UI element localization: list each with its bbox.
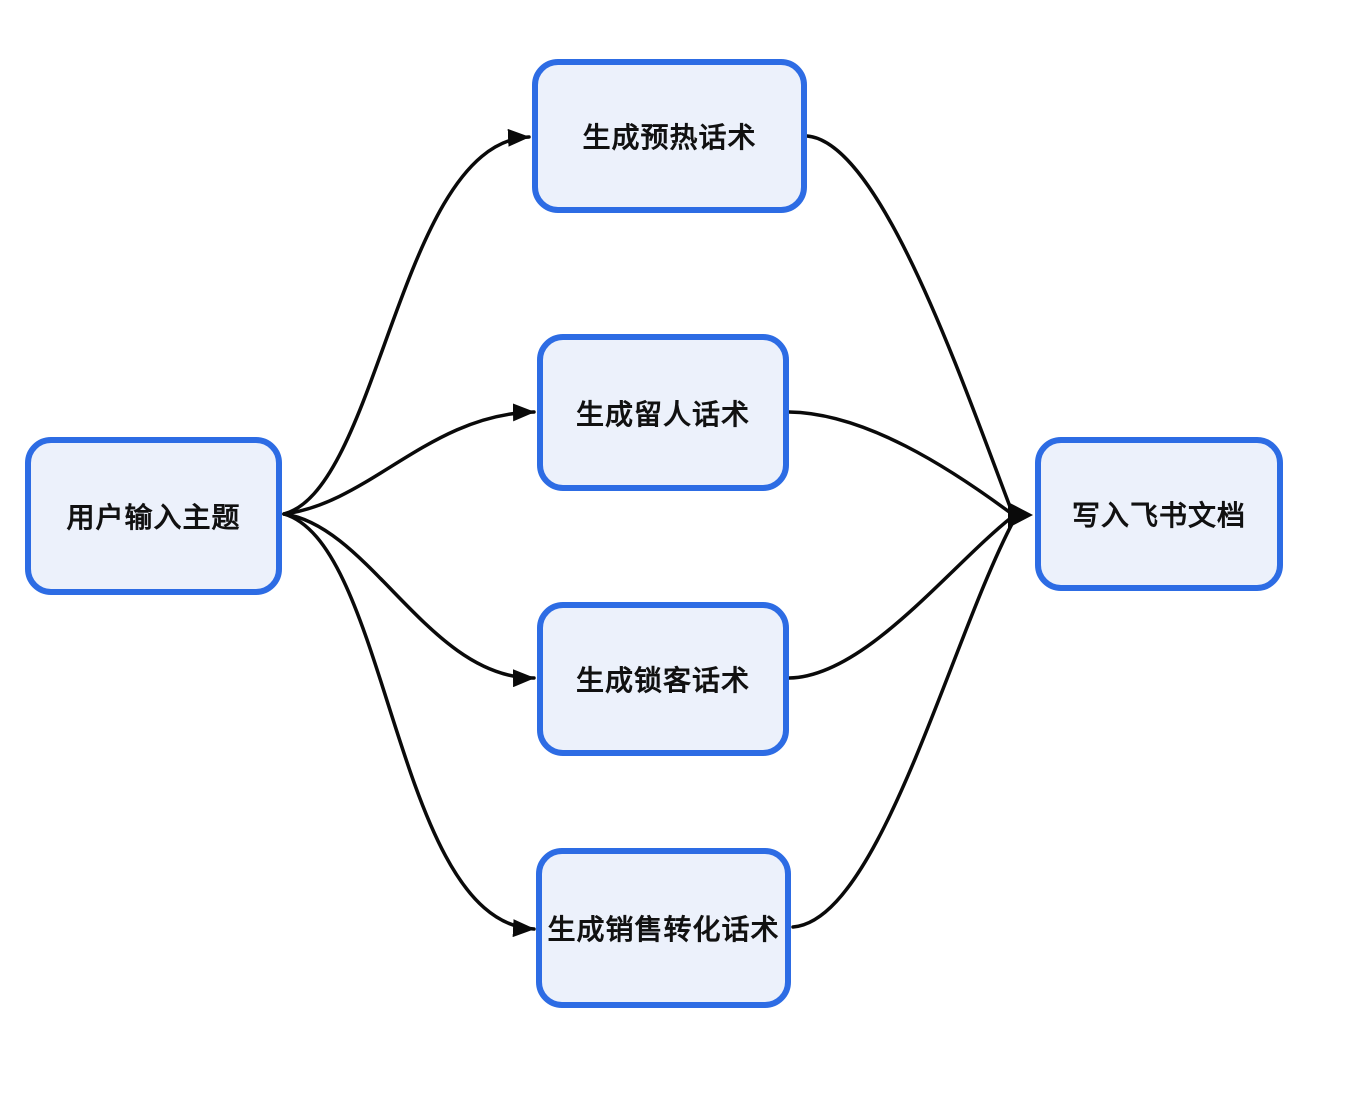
node-gen-warmup[interactable]: 生成预热话术 [532,59,807,213]
node-gen-warmup-label: 生成预热话术 [582,122,757,153]
node-gen-convert[interactable]: 生成销售转化话术 [536,848,791,1008]
edge-lock-to-feishu [787,515,1014,680]
node-gen-lock-label: 生成锁客话术 [575,665,750,696]
node-write-feishu-doc-label: 写入飞书文档 [1071,500,1246,531]
edge-input-to-convert [282,512,536,938]
edge-input-to-warmup [282,128,531,516]
node-gen-retain-label: 生成留人话术 [575,398,750,430]
edge-warmup-to-feishu [805,134,1014,514]
edge-retain-to-feishu [787,410,1014,516]
edge-input-to-lock [282,512,536,688]
node-gen-retain[interactable]: 生成留人话术 [537,334,789,491]
node-user-input[interactable]: 用户输入主题 [25,437,282,595]
node-gen-lock[interactable]: 生成锁客话术 [537,602,789,756]
node-write-feishu-doc[interactable]: 写入飞书文档 [1035,437,1283,591]
edge-convert-to-feishu [791,518,1016,929]
node-gen-convert-label: 生成销售转化话术 [547,914,780,945]
edge-input-to-retain [282,403,536,516]
node-user-input-label: 用户输入主题 [66,502,241,533]
converge-arrowhead-icon [1008,502,1033,528]
